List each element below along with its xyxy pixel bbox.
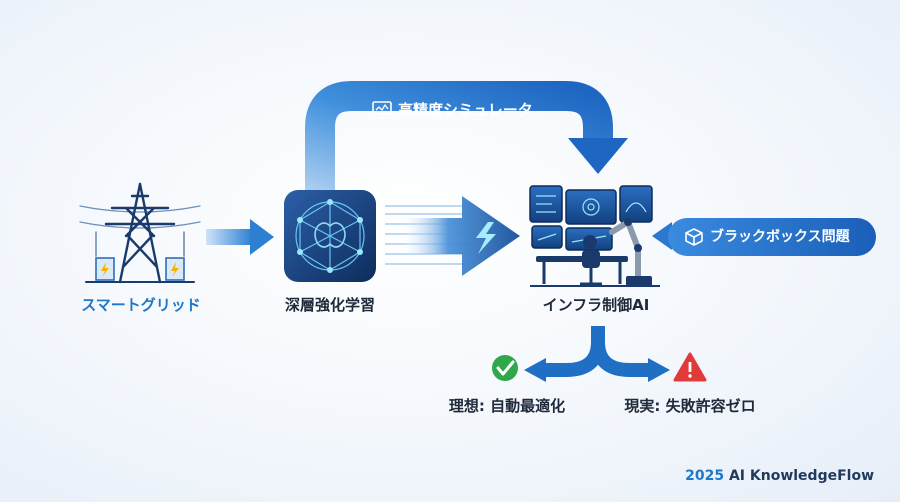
arrow-rl-to-ai: [385, 196, 520, 276]
footer-brand: 2025 AI KnowledgeFlow: [685, 468, 874, 484]
footer-brand-name: AI KnowledgeFlow: [728, 468, 874, 484]
outcome-label-reality: 現実: 失敗許容ゼロ: [624, 397, 756, 415]
blackbox-pill: [652, 218, 876, 256]
check-circle-icon: [492, 355, 518, 381]
monitor-icon: [372, 101, 392, 119]
simulator-arc-arrow: [305, 81, 628, 192]
blackbox-label: ブラックボックス問題: [710, 229, 850, 245]
transmission-tower-icon: [79, 182, 201, 284]
node-label-infra-ai: インフラ制御AI: [542, 296, 650, 314]
control-room-icon: [529, 185, 660, 287]
neural-brain-icon: [284, 190, 376, 282]
outcome-label-ideal: 理想: 自動最適化: [448, 397, 566, 415]
lightning-icon: [476, 222, 496, 254]
footer-year: 2025: [685, 468, 725, 484]
node-label-deep-rl: 深層強化学習: [284, 296, 376, 314]
arrow-grid-to-rl: [206, 219, 274, 255]
node-label-smart-grid: スマートグリッド: [81, 296, 201, 314]
cube-icon: [684, 227, 704, 247]
warning-icon: [673, 352, 707, 382]
simulator-label: 高精度シミュレータ: [398, 101, 533, 119]
outcome-branch-arrows: [524, 326, 670, 382]
